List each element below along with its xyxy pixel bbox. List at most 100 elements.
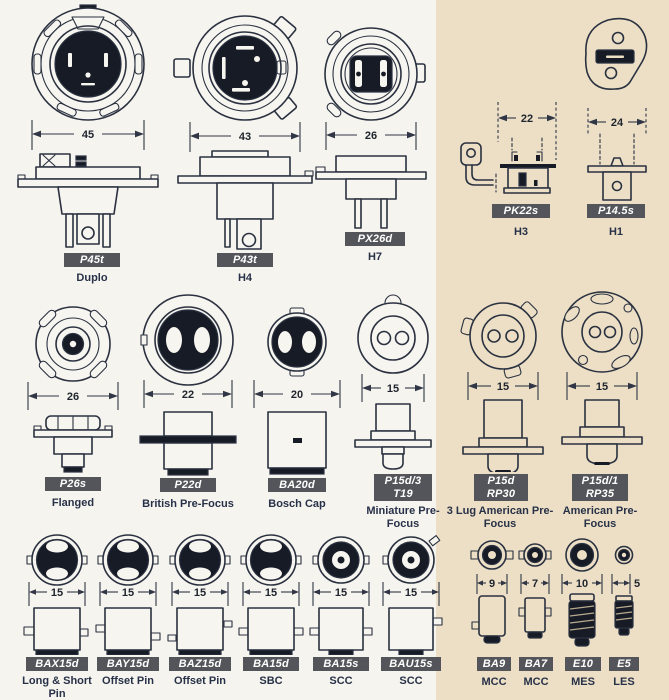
pk22s-side-view [460, 137, 556, 194]
bax15d-sublabel: Long & Short Pin [22, 675, 92, 700]
p15d1-rp35-sublabel: American Pre-Focus [562, 505, 638, 530]
pk22s-dimension-line: 22 [497, 102, 557, 160]
px26d-dimension: 26 [365, 130, 377, 142]
pk22s-label-badge: PK22s [492, 204, 550, 218]
ba9-sublabel: MCC [481, 676, 507, 688]
e10-side-view [568, 593, 596, 647]
bay15d-drawing: 15 [95, 534, 161, 655]
ba20d-sublabel: Bosch Cap [268, 498, 326, 510]
e5-dimension: 5 [634, 578, 640, 590]
baz15d-top-view [169, 534, 231, 586]
ba15d-dimension-line: 15 [242, 582, 300, 606]
bay15d-dimension: 15 [122, 587, 134, 599]
ba15d-label-badge: BA15d [243, 657, 299, 671]
px26d-label-badge: PX26d [345, 232, 405, 246]
p14-5s-label-badge: P14.5s [587, 204, 645, 218]
p15d1-rp35-dimension-line: 15 [566, 372, 638, 400]
p45t-side-view [17, 153, 159, 248]
bax15d-dimension-line: 15 [28, 582, 86, 606]
p15d3-sublabel: Miniature Pre-Focus [366, 505, 440, 530]
p15d1-rp35-drawing: 15 [561, 291, 643, 465]
ba15d-sublabel: SBC [259, 675, 283, 687]
ba9-dimension: 9 [489, 578, 495, 590]
ba15d-drawing: 15 [238, 534, 304, 655]
p15d3-dimension: 15 [387, 383, 399, 395]
e10-top-view [565, 538, 599, 572]
p22d-drawing: 22 [139, 294, 237, 476]
ba9-side-view [471, 595, 506, 644]
p15d1-rp35-top-view [561, 291, 643, 373]
p15d-rp30-dimension: 15 [497, 381, 509, 393]
p45t-dimension: 45 [82, 129, 94, 141]
p22d-sublabel: British Pre-Focus [142, 498, 234, 510]
bax15d-dimension: 15 [51, 587, 63, 599]
bau15s-top-view [382, 535, 441, 584]
pk22s-dimension: 22 [521, 113, 533, 125]
ba7-dimension: 7 [532, 578, 538, 590]
ba7-drawing: 7 [518, 543, 552, 639]
p43t-dimension: 43 [239, 131, 251, 143]
bay15d-dimension-line: 15 [99, 582, 157, 606]
pk22s-sublabel: H3 [513, 226, 529, 238]
ba20d-side-view [267, 411, 327, 475]
e10-label-badge: E10 [565, 657, 601, 671]
p15d3-side-view [354, 403, 432, 470]
bax15d-drawing: 15 [23, 534, 89, 655]
p15d-rp30-label-badge: P15d RP30 [474, 474, 528, 501]
ba15s-side-view [309, 607, 373, 655]
baz15d-sublabel: Offset Pin [174, 675, 226, 687]
p15d1-rp35-side-view [561, 399, 643, 465]
p43t-sublabel: H4 [237, 272, 253, 284]
p15d3-top-view [357, 294, 429, 374]
ba15s-top-view [312, 536, 370, 584]
ba9-drawing: 9 [470, 540, 514, 644]
bau15s-dimension: 15 [405, 587, 417, 599]
e10-dimension-line: 10 [561, 574, 603, 594]
bau15s-dimension-line: 15 [382, 582, 440, 606]
e10-dimension: 10 [576, 578, 588, 590]
e5-dimension-line: 5 [611, 574, 640, 594]
e5-sublabel: LES [613, 676, 635, 688]
e10-sublabel: MES [571, 676, 595, 688]
p22d-dimension: 22 [182, 389, 194, 401]
p26s-dimension-line: 26 [27, 382, 119, 410]
baz15d-label-badge: BAZ15d [169, 657, 231, 671]
p14-5s-side-view [587, 133, 647, 201]
ba15s-dimension: 15 [335, 587, 347, 599]
p15d1-rp35-label-line1: P15d/1 [581, 475, 619, 487]
px26d-sublabel: H7 [367, 251, 383, 263]
p15d-rp30-label-line2: RP30 [486, 487, 516, 500]
p15d-rp30-sublabel: 3 Lug American Pre-Focus [446, 505, 554, 530]
e10-drawing: 10 [561, 538, 603, 647]
bax15d-top-view [26, 534, 88, 586]
ba7-side-view [518, 597, 552, 639]
p45t-sublabel: Duplo [76, 272, 108, 284]
p45t-top-view [31, 4, 145, 121]
p45t-dimension-line: 45 [31, 120, 145, 150]
bau15s-label-badge: BAU15s [381, 657, 441, 671]
ba9-dimension-line: 9 [476, 574, 508, 594]
p15d3-label-badge: P15d/3 T19 [374, 474, 432, 501]
ba15d-top-view [240, 534, 302, 586]
p22d-dimension-line: 22 [143, 380, 233, 408]
bau15s-drawing: 15 [382, 535, 443, 655]
p15d1-rp35-label-line2: RP35 [585, 487, 615, 500]
baz15d-drawing: 15 [167, 534, 233, 655]
bay15d-sublabel: Offset Pin [102, 675, 154, 687]
bax15d-side-view [23, 607, 89, 655]
bay15d-side-view [95, 607, 161, 655]
baz15d-side-view [167, 607, 233, 655]
p26s-sublabel: Flanged [51, 497, 95, 509]
p14-5s-dimension: 24 [611, 117, 624, 129]
ba15d-side-view [238, 607, 304, 655]
p22d-side-view [139, 411, 237, 476]
ba15s-label-badge: BA15s [313, 657, 369, 671]
p26s-dimension: 26 [67, 391, 79, 403]
ba20d-dimension: 20 [291, 389, 303, 401]
p43t-drawing: 43 [173, 15, 314, 250]
p26s-top-view [35, 306, 111, 382]
p45t-label-badge: P45t [64, 253, 120, 267]
p43t-side-view [177, 150, 314, 250]
p15d1-rp35-dimension: 15 [596, 381, 608, 393]
